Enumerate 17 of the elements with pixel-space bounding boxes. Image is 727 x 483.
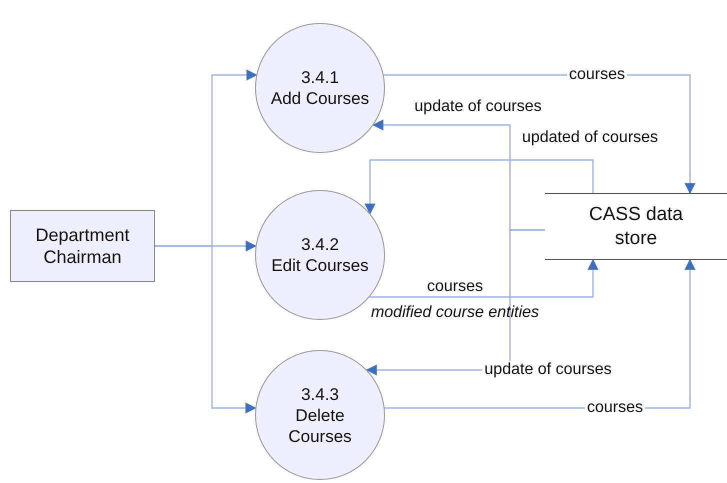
arrow — [370, 258, 598, 298]
node-label: Delete Courses — [287, 404, 353, 446]
node-label: CASS data store — [588, 202, 684, 250]
arrow — [366, 229, 545, 376]
data-store — [545, 193, 727, 260]
arrow — [155, 245, 256, 414]
process-number: 3.4.2 — [301, 234, 339, 255]
node-label: Edit Courses — [271, 255, 369, 276]
arrow — [364, 159, 594, 215]
flow-note: modified course entities — [370, 304, 540, 322]
edge-label: update of courses — [482, 361, 614, 379]
node-label: Add Courses — [270, 88, 370, 109]
edge-label: update of courses — [412, 98, 544, 116]
process-number: 3.4.3 — [301, 384, 339, 404]
external-entity-box — [10, 210, 155, 282]
process-number: 3.4.1 — [301, 67, 339, 88]
node-label: Department Chairman — [34, 224, 131, 268]
